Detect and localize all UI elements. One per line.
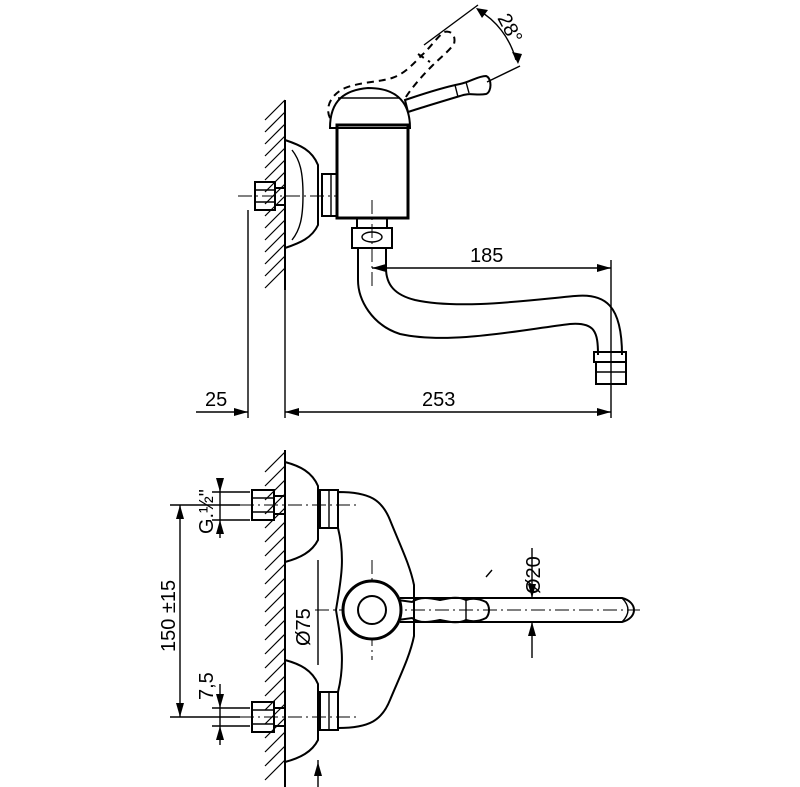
cartridge-cap: [341, 579, 403, 641]
angle-dimension: 28°: [423, 4, 527, 83]
center-distance-dimension: 150 ±15: [158, 504, 240, 718]
mixer-body-front: [334, 490, 415, 730]
wall-hatch-top: [264, 99, 286, 290]
spout-diameter-label: Ø20: [523, 556, 545, 594]
mixer-body: [328, 86, 412, 220]
front-view: Ø75 Ø20 G.½" 150 ±15: [158, 450, 640, 787]
offset-dimension: 7,5: [196, 672, 250, 745]
lever-handle: [403, 74, 492, 114]
spout-reach-label: 185: [470, 245, 503, 267]
overall-length-label: 253: [422, 389, 455, 411]
upper-rosette: [284, 461, 319, 563]
rosette-diameter-dimension: Ø75: [293, 560, 319, 665]
rosette-diameter-label: Ø75: [293, 608, 315, 646]
angle-label: 28°: [493, 10, 527, 47]
wall-rosette: [284, 139, 319, 249]
spout-diameter-dimension: Ø20: [485, 548, 545, 658]
center-distance-label: 150 ±15: [158, 580, 180, 652]
thread-label: G.½": [196, 489, 218, 534]
lever-handle-front: [397, 596, 490, 624]
bottom-dimensions: 25 253: [196, 210, 611, 418]
spout-reach-dimension: 185: [372, 245, 612, 418]
offset-label: 7,5: [196, 672, 218, 700]
side-view: 28° 185: [196, 4, 627, 418]
spout-tube: [357, 248, 627, 385]
wall-offset-label: 25: [205, 389, 227, 411]
thread-dimension: G.½": [196, 478, 250, 538]
lever-alternate-position: [327, 30, 456, 119]
spout-front: [400, 597, 636, 623]
lower-rosette: [284, 659, 319, 763]
